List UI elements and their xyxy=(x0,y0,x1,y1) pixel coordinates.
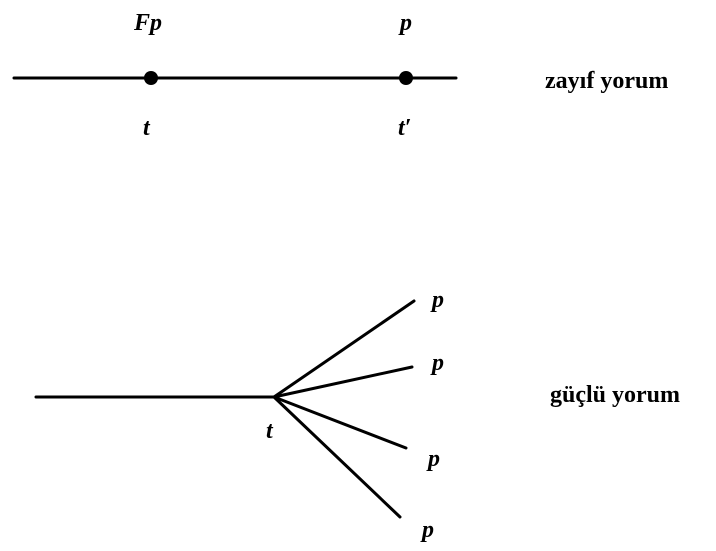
label-t: t xyxy=(143,115,151,141)
branch-4 xyxy=(272,395,402,519)
strong-interpretation: t p p p p güçlü yorum xyxy=(34,287,680,543)
point-t xyxy=(144,71,158,85)
branch-2 xyxy=(272,365,414,399)
label-branch-p-3: p xyxy=(426,446,440,472)
label-fp: Fp xyxy=(133,10,162,36)
point-t-prime xyxy=(399,71,413,85)
label-branch-p-4: p xyxy=(420,517,434,543)
label-p-top: p xyxy=(398,10,412,36)
label-branch-point-t: t xyxy=(266,418,274,444)
label-branch-p-2: p xyxy=(430,350,444,376)
caption-strong: güçlü yorum xyxy=(550,382,680,408)
branch-3 xyxy=(272,395,408,450)
label-branch-p-1: p xyxy=(430,287,444,313)
label-t-prime: t′ xyxy=(398,115,411,141)
weak-interpretation: Fp p t t′ zayıf yorum xyxy=(12,10,668,141)
branch-1 xyxy=(272,299,416,399)
caption-weak: zayıf yorum xyxy=(545,68,668,94)
